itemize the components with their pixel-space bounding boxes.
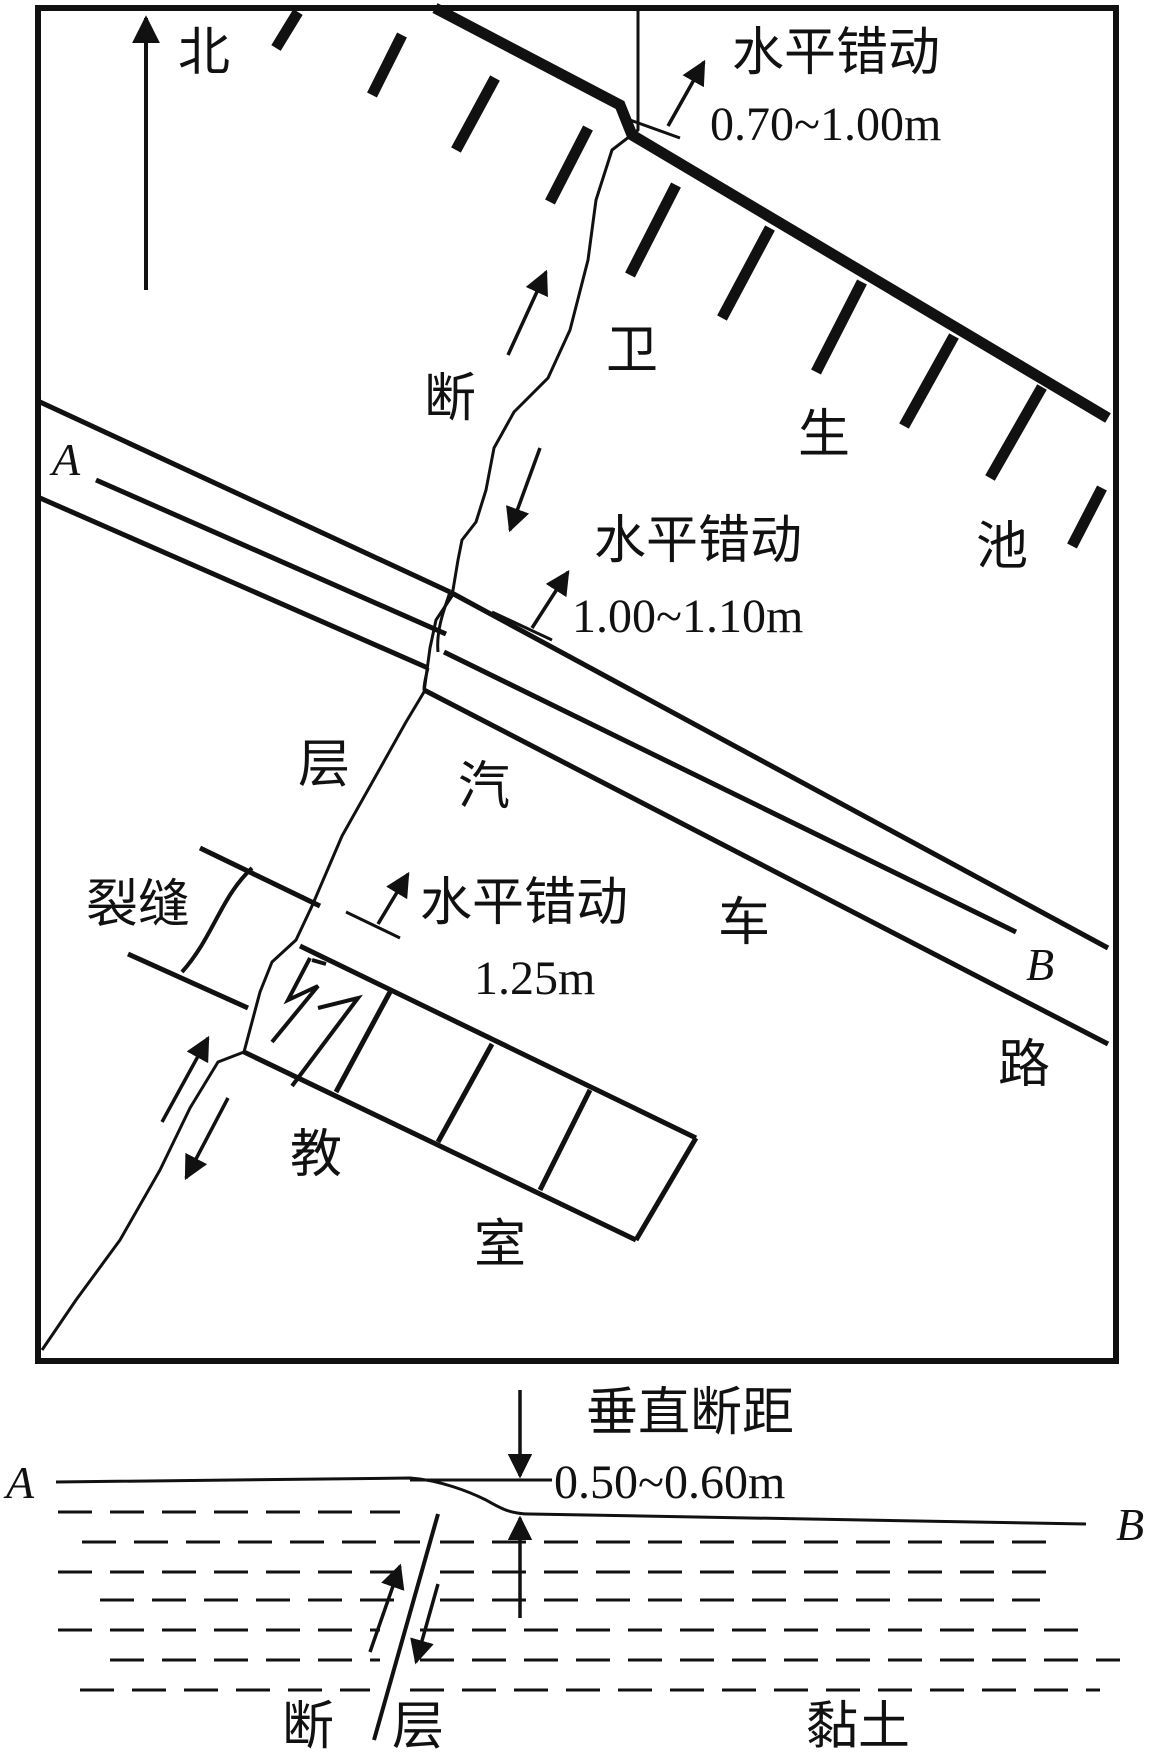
- offset-arrow-top-icon: [666, 59, 706, 127]
- classroom-label-char-2: 室: [474, 1215, 526, 1275]
- offset-top-value: 0.70~1.00m: [710, 98, 941, 151]
- pond-edge: [271, 3, 1111, 549]
- offset-mid-title: 水平错动: [594, 511, 802, 571]
- section-fault-char-2: 层: [392, 1697, 444, 1755]
- offset-low-value: 1.25m: [474, 952, 595, 1005]
- crack-label: 裂缝: [86, 875, 190, 935]
- offset-tick-top: [629, 118, 681, 140]
- fault-slip-arrow-down-icon: [410, 1583, 440, 1665]
- clay-strata: [58, 1510, 1120, 1692]
- pond-label-char-2: 生: [798, 405, 850, 465]
- north-label: 北: [178, 23, 230, 83]
- offset-arrow-mid-icon: [530, 569, 570, 629]
- road-label-char-1: 汽: [458, 757, 510, 817]
- clay-label: 黏土: [806, 1697, 910, 1755]
- fault-motion-arrow-up-icon: [160, 1035, 210, 1123]
- fault-motion-arrow-down-icon: [506, 447, 542, 533]
- fault-label-char-1: 断: [424, 369, 476, 429]
- section-fault-line: [372, 1513, 440, 1741]
- offset-mid-value: 1.00~1.10m: [572, 590, 803, 643]
- offset-tick-low: [345, 910, 401, 940]
- fault-motion-arrow-up-icon: [506, 269, 548, 356]
- plan-point-b: B: [1026, 939, 1054, 990]
- road-label-char-2: 车: [718, 893, 770, 953]
- section-view: 垂直断距 0.50~0.60m A B 断 层 黏土: [3, 1383, 1144, 1755]
- offset-tick-mid: [491, 610, 553, 642]
- pond-label-char-3: 池: [976, 517, 1028, 577]
- throw-value: 0.50~0.60m: [554, 1456, 785, 1509]
- pond-label-char-1: 卫: [606, 321, 658, 381]
- section-fault-char-1: 断: [282, 1697, 334, 1755]
- plan-frame: [35, 5, 1119, 1364]
- section-point-b: B: [1116, 1499, 1144, 1550]
- offset-top-title: 水平错动: [732, 23, 940, 83]
- fault-slip-arrow-up-icon: [368, 1563, 405, 1653]
- road-label-char-3: 路: [998, 1035, 1050, 1095]
- throw-title: 垂直断距: [586, 1383, 794, 1443]
- fault-label-char-2: 层: [298, 735, 350, 795]
- classroom-building: [126, 845, 699, 1243]
- fault-trace: [40, 8, 640, 1351]
- classroom-label-char-1: 教: [290, 1125, 342, 1185]
- plan-view: 北: [35, 3, 1119, 1364]
- section-point-a: A: [3, 1457, 35, 1508]
- fault-motion-arrow-down-icon: [184, 1097, 230, 1181]
- offset-arrow-low-icon: [376, 871, 410, 925]
- plan-point-a: A: [49, 434, 81, 485]
- road: [38, 399, 1110, 1047]
- offset-low-title: 水平错动: [420, 873, 628, 933]
